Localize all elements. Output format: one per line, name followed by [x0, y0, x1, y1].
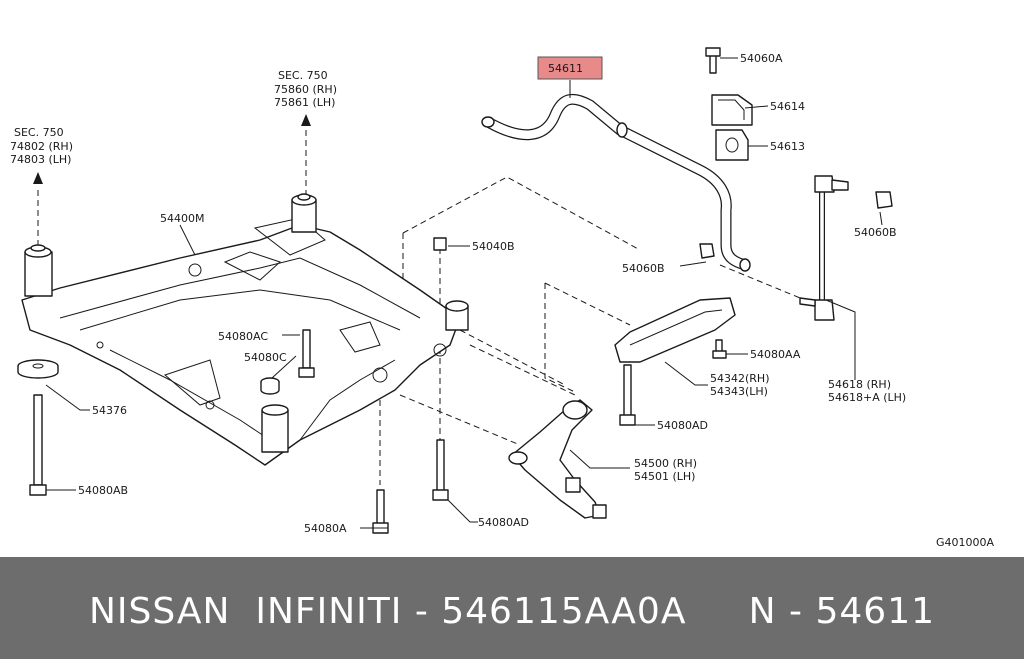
bolt-54080ad	[619, 364, 636, 426]
insulator-washer	[17, 359, 59, 379]
label-bolt-ad2: 54080AD	[478, 516, 529, 529]
label-sec-left-title: SEC. 750	[14, 126, 64, 139]
bracket	[614, 297, 736, 363]
mount-bushing	[445, 300, 469, 331]
banner-text: NISSAN INFINITI - 546115AA0A N - 54611	[88, 591, 936, 632]
label-bolt-top: 54060A	[740, 52, 783, 65]
figure-code: G401000A	[936, 536, 995, 549]
label-lower-arm-lh: 54501 (LH)	[634, 470, 695, 483]
mount-bushing	[261, 404, 289, 453]
label-bolt-a: 54080A	[304, 522, 347, 535]
label-link-rh: 54618 (RH)	[828, 378, 891, 391]
label-bracket-lh: 54343(LH)	[710, 385, 768, 398]
label-nut-left: 54060B	[622, 262, 665, 275]
label-insulator: 54376	[92, 404, 127, 417]
label-bolt-aa: 54080AA	[750, 348, 801, 361]
label-bolt-c: 54080C	[244, 351, 287, 364]
label-nut-crossmember: 54040B	[472, 240, 515, 253]
label-member: 54400M	[160, 212, 204, 225]
assembly-dashed-lines	[37, 130, 806, 485]
label-sec-right-title: SEC. 750	[278, 69, 328, 82]
part-number-banner: NISSAN INFINITI - 546115AA0A N - 54611	[0, 557, 1024, 659]
label-sec-right-lh: 75861 (LH)	[274, 96, 335, 109]
label-nut-right: 54060B	[854, 226, 897, 239]
nut-54060b-right	[875, 191, 893, 209]
stabilizer-bar	[481, 93, 751, 272]
label-bushing: 54613	[770, 140, 805, 153]
washer-54080c	[260, 377, 280, 395]
label-sec-right-rh: 75860 (RH)	[274, 83, 337, 96]
mount-bushing	[24, 244, 53, 297]
bolt-54080ab	[29, 394, 47, 496]
label-bolt-ad: 54080AD	[657, 419, 708, 432]
bolt-54080ac	[298, 329, 315, 378]
label-lower-arm-rh: 54500 (RH)	[634, 457, 697, 470]
bolt-54060a	[705, 47, 721, 74]
bolt-54080ad-lower	[432, 439, 449, 501]
label-bolt-ab: 54080AB	[78, 484, 128, 497]
nut-54040b	[433, 237, 447, 251]
arrow-up-icon	[33, 172, 43, 184]
bolt-54080a	[372, 489, 389, 534]
label-bracket-rh: 54342(RH)	[710, 372, 770, 385]
parts-diagram: 54611 54060A 54614 54613 54060B 54060B 5…	[10, 47, 995, 549]
label-sec-left-lh: 74803 (LH)	[10, 153, 71, 166]
label-link-lh: 54618+A (LH)	[828, 391, 906, 404]
suspension-member	[21, 217, 461, 466]
callout-labels: 54611 54060A 54614 54613 54060B 54060B 5…	[10, 52, 995, 549]
leader-lines	[45, 57, 883, 529]
highlight-box	[537, 56, 603, 80]
mount-bushing	[291, 193, 317, 233]
label-stabilizer-bar: 54611	[548, 62, 583, 75]
arrow-up-icon	[301, 114, 311, 126]
diagram-canvas: 54611 54060A 54614 54613 54060B 54060B 5…	[10, 47, 995, 549]
nut-54060b-left	[699, 243, 715, 259]
label-bolt-ac: 54080AC	[218, 330, 268, 343]
bolt-54080aa	[712, 339, 727, 359]
stabilizer-link	[799, 175, 849, 321]
label-sec-left-rh: 74802 (RH)	[10, 140, 73, 153]
lower-arm	[508, 399, 607, 519]
clamp	[711, 94, 753, 126]
bushing	[715, 129, 749, 161]
label-clamp: 54614	[770, 100, 805, 113]
